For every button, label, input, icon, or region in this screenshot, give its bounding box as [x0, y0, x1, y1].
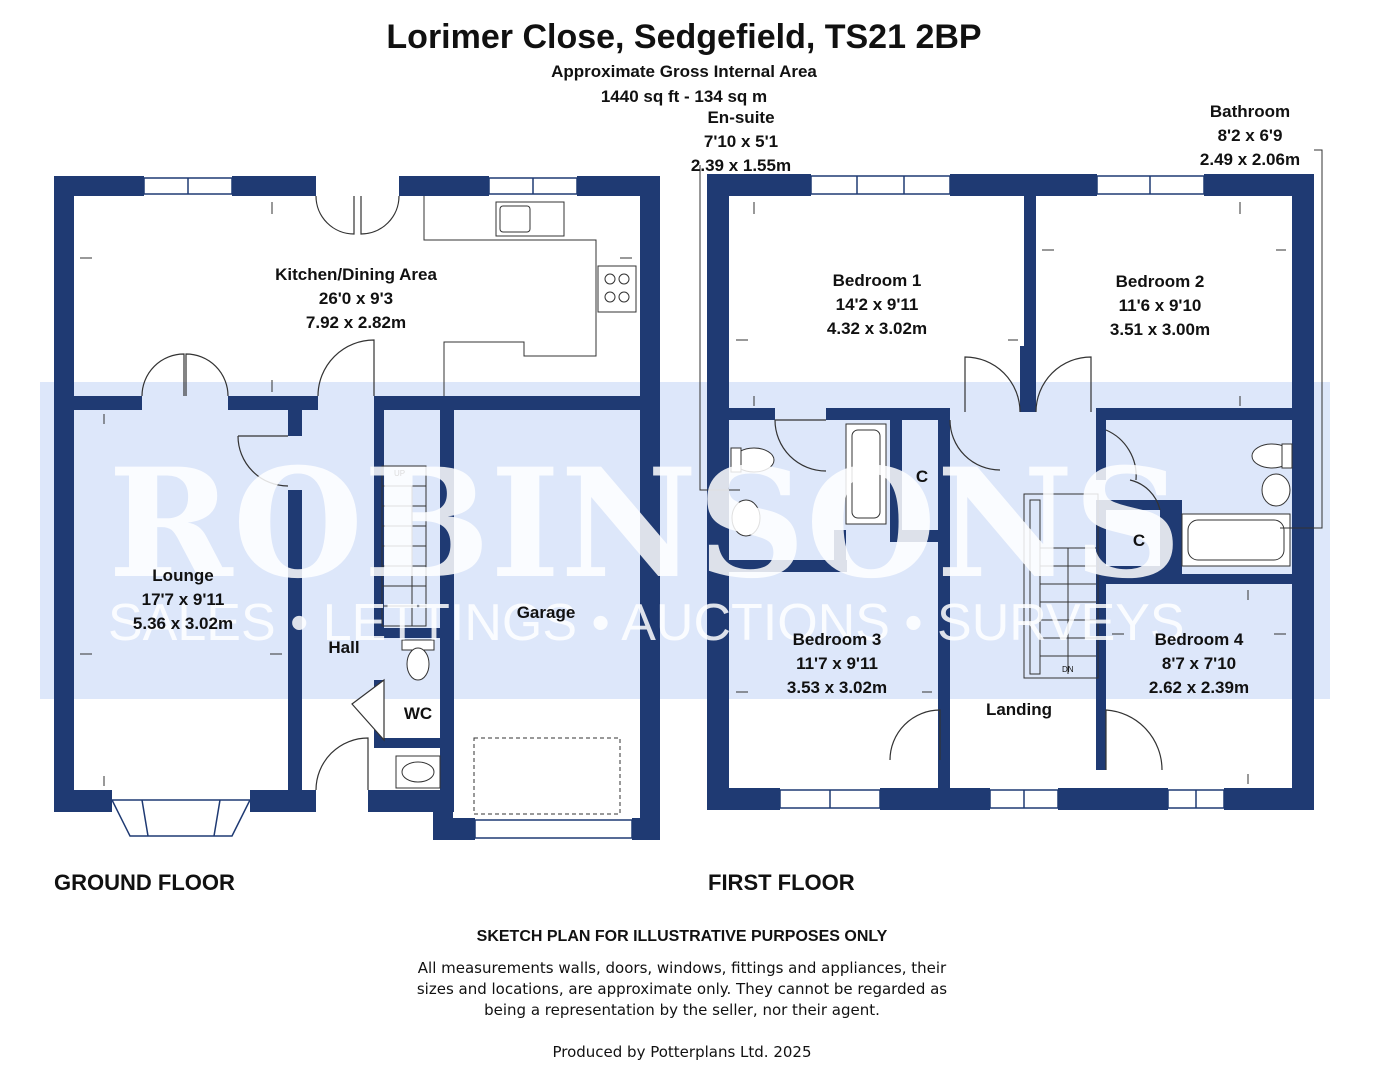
bedroom1-name: Bedroom 1 — [833, 271, 922, 290]
disclaimer-line-1: All measurements walls, doors, windows, … — [418, 959, 947, 977]
page-title: Lorimer Close, Sedgefield, TS21 2BP — [386, 18, 981, 56]
cupboard1-label: C — [916, 467, 928, 486]
garage-name: Garage — [517, 603, 576, 622]
label-leaders — [699, 149, 1323, 529]
lounge-metric: 5.36 x 3.02m — [133, 614, 233, 633]
measurement-arrows — [80, 202, 1286, 786]
ensuite-metric: 2.39 x 1.55m — [691, 156, 791, 175]
bedroom2-imperial: 11'6 x 9'10 — [1119, 296, 1202, 315]
disclaimer-line-3: being a representation by the seller, no… — [484, 1001, 880, 1019]
wc-fixtures — [395, 639, 441, 789]
first-floor-windows — [779, 175, 1225, 809]
bedroom3-imperial: 11'7 x 9'11 — [796, 654, 878, 673]
bedroom1-metric: 4.32 x 3.02m — [827, 319, 927, 338]
kitchen-units — [423, 196, 637, 396]
ensuite-imperial: 7'10 x 5'1 — [704, 132, 778, 151]
bathroom-fixtures — [730, 423, 1293, 567]
cupboard2-label: C — [1133, 531, 1145, 550]
ensuite-name: En-suite — [707, 108, 774, 127]
bedroom4-metric: 2.62 x 2.39m — [1149, 678, 1249, 697]
first-floor-plan — [707, 174, 1314, 810]
bedroom1-imperial: 14'2 x 9'11 — [836, 295, 919, 314]
ground-floor-doors — [141, 195, 400, 791]
bathroom-name: Bathroom — [1210, 102, 1290, 121]
ground-floor-windows — [110, 177, 633, 839]
bathroom-imperial: 8'2 x 6'9 — [1218, 126, 1283, 145]
ground-floor-plan — [54, 176, 660, 840]
area-label: Approximate Gross Internal Area — [551, 62, 817, 81]
landing-name: Landing — [986, 700, 1052, 719]
ground-stairs — [381, 465, 427, 627]
garage-door-outline — [473, 737, 621, 815]
first-floor-doors — [774, 356, 1163, 771]
first-floor-stairs — [1023, 493, 1099, 679]
watermark-brand: ROBINSONS — [108, 436, 1182, 612]
credit: Produced by Potterplans Ltd. 2025 — [552, 1043, 811, 1061]
bedroom4-imperial: 8'7 x 7'10 — [1162, 654, 1236, 673]
kitchen-name: Kitchen/Dining Area — [275, 265, 437, 284]
bedroom3-metric: 3.53 x 3.02m — [787, 678, 887, 697]
first-floor-label: FIRST FLOOR — [708, 870, 855, 895]
watermark-tagline: SALES • LETTINGS • AUCTIONS • SURVEYS — [108, 594, 1185, 652]
kitchen-imperial: 26'0 x 9'3 — [319, 289, 393, 308]
disclaimer-line-2: sizes and locations, are approximate onl… — [417, 980, 947, 998]
lounge-name: Lounge — [152, 566, 213, 585]
ground-stairs-label: UP — [394, 469, 405, 478]
first-stairs-label: DN — [1062, 665, 1074, 674]
lounge-imperial: 17'7 x 9'11 — [142, 590, 225, 609]
bathroom-metric: 2.49 x 2.06m — [1200, 150, 1300, 169]
hall-name: Hall — [328, 638, 359, 657]
ground-floor-label: GROUND FLOOR — [54, 870, 235, 895]
disclaimer-title: SKETCH PLAN FOR ILLUSTRATIVE PURPOSES ON… — [477, 928, 888, 945]
bedroom3-name: Bedroom 3 — [793, 630, 882, 649]
bedroom2-metric: 3.51 x 3.00m — [1110, 320, 1210, 339]
area-value: 1440 sq ft - 134 sq m — [601, 87, 767, 106]
wc-name: WC — [404, 704, 432, 723]
bedroom2-name: Bedroom 2 — [1116, 272, 1205, 291]
kitchen-metric: 7.92 x 2.82m — [306, 313, 406, 332]
bedroom4-name: Bedroom 4 — [1155, 630, 1244, 649]
